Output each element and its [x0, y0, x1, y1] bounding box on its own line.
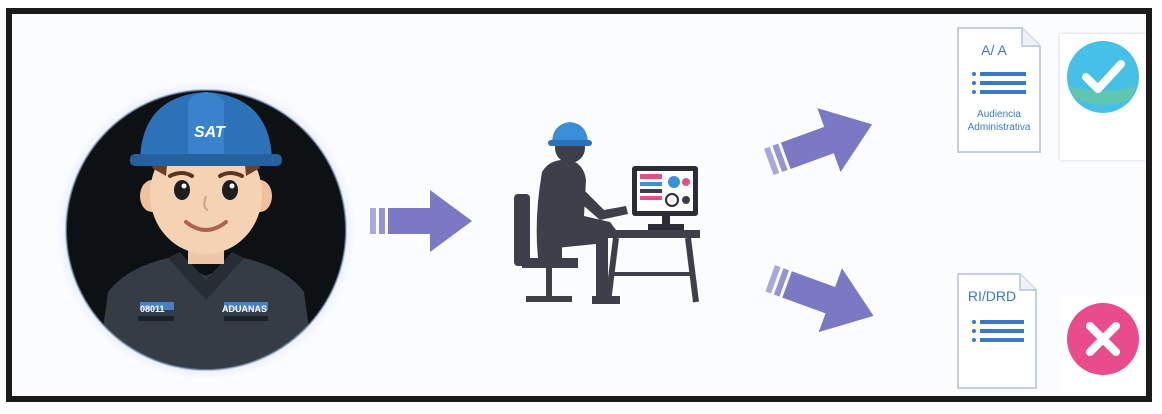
document-caption: Audiencia Administrativa	[956, 108, 1042, 134]
badge-label: ADUANAS	[222, 304, 267, 314]
approved-status-card	[1060, 34, 1146, 160]
document-ri-drd: RI/DRD	[956, 272, 1038, 390]
rejected-status-card	[1060, 296, 1146, 392]
document-code: A/ A	[956, 42, 1032, 58]
document-caption-line-1: Audiencia	[956, 108, 1042, 121]
document-audiencia-administrativa: A/ A Audiencia Administrativa	[956, 26, 1042, 154]
arrow-down-right-icon	[764, 260, 890, 357]
customs-agent-avatar: SAT 08011 ADUANAS	[56, 80, 356, 380]
operator-at-computer-icon	[512, 118, 702, 323]
arrow-right-icon	[370, 184, 480, 263]
document-caption-line-2: Administrativa	[956, 121, 1042, 134]
badge-number: 08011	[140, 304, 165, 314]
helmet-logo-text: SAT	[194, 124, 225, 142]
flow-diagram: SAT 08011 ADUANAS	[6, 8, 1152, 402]
check-icon	[1066, 40, 1140, 114]
arrow-up-right-icon	[764, 94, 890, 191]
document-code: RI/DRD	[956, 288, 1028, 304]
close-icon	[1066, 302, 1140, 376]
